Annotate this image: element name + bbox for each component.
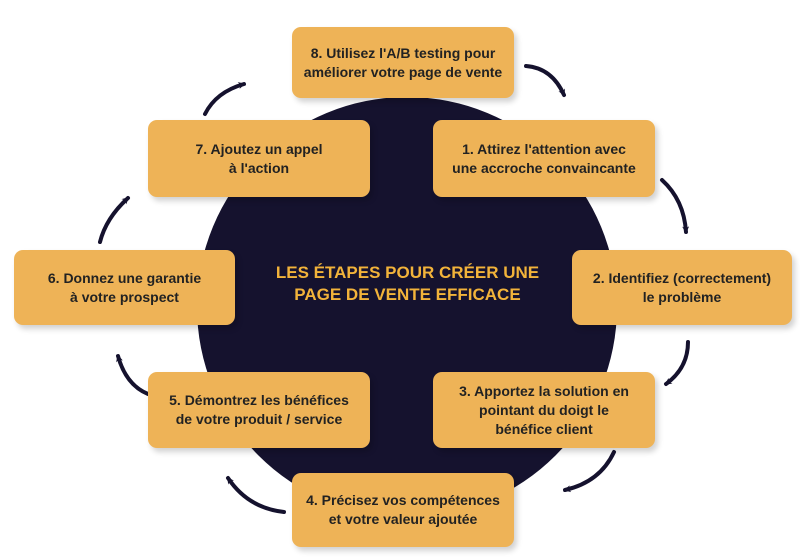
- step-2-label: 2. Identifiez (correctement) le problème: [592, 269, 772, 305]
- step-6-label: 6. Donnez une garantie à votre prospect: [47, 269, 202, 305]
- center-title-text: LES ÉTAPES POUR CRÉER UNE PAGE DE VENTE …: [275, 263, 540, 304]
- step-3-box: 3. Apportez la solution en pointant du d…: [433, 372, 655, 448]
- step-5-box: 5. Démontrez les bénéfices de votre prod…: [148, 372, 370, 448]
- arrow-8-to-1: [524, 64, 566, 97]
- step-7-label: 7. Ajoutez un appel à l'action: [195, 140, 323, 176]
- arrow-6-to-7: [98, 196, 130, 244]
- center-title: LES ÉTAPES POUR CRÉER UNE PAGE DE VENTE …: [230, 262, 585, 306]
- arrow-4-to-5: [226, 476, 286, 514]
- step-4-label: 4. Précisez vos compétences et votre val…: [306, 492, 500, 527]
- arrow-7-to-8: [203, 82, 246, 116]
- step-1-label: 1. Attirez l'attention avec une accroche…: [452, 140, 636, 176]
- step-6-box: 6. Donnez une garantie à votre prospect: [14, 250, 235, 325]
- step-7-box: 7. Ajoutez un appel à l'action: [148, 120, 370, 197]
- step-5-label: 5. Démontrez les bénéfices de votre prod…: [169, 392, 349, 427]
- step-4-box: 4. Précisez vos compétences et votre val…: [292, 473, 514, 547]
- step-2-box: 2. Identifiez (correctement) le problème: [572, 250, 792, 325]
- step-1-box: 1. Attirez l'attention avec une accroche…: [433, 120, 655, 197]
- step-3-label: 3. Apportez la solution en pointant du d…: [459, 382, 629, 437]
- arrow-3-to-4: [563, 450, 616, 493]
- arrow-1-to-2: [660, 178, 690, 234]
- step-8-label: 8. Utilisez l'A/B testing pour améliorer…: [303, 44, 503, 80]
- arrow-2-to-3: [664, 340, 690, 386]
- step-8-box: 8. Utilisez l'A/B testing pour améliorer…: [292, 27, 514, 98]
- arrow-5-to-6: [116, 354, 150, 396]
